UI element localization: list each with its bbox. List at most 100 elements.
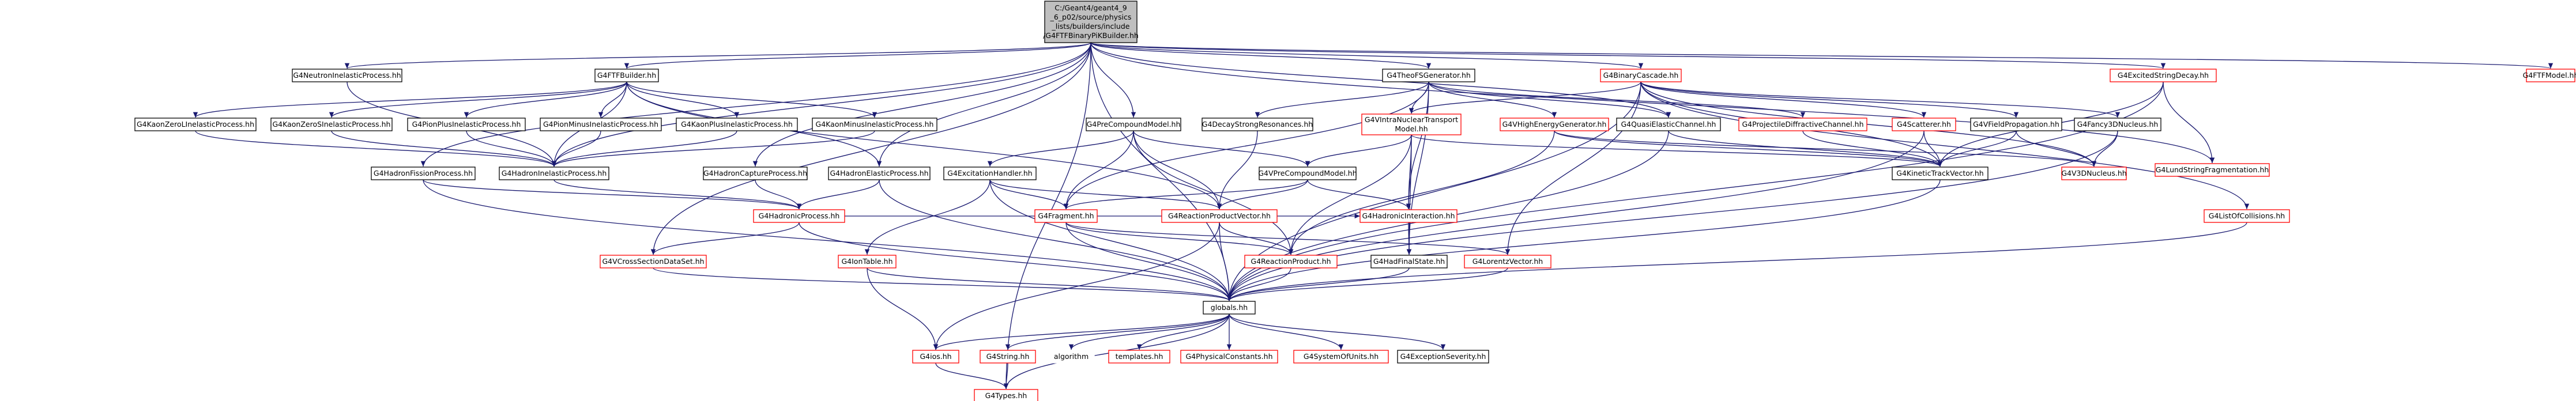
node-excitationHandler[interactable]: G4ExcitationHandler.hh xyxy=(943,167,1037,180)
node-label: Model.hh xyxy=(1395,124,1428,133)
node-label: G4TheoFSGenerator.hh xyxy=(1387,71,1471,80)
node-kaonZeroS[interactable]: G4KaonZeroSInelasticProcess.hh xyxy=(270,118,393,131)
node-label: G4BinaryCascade.hh xyxy=(1603,71,1679,80)
node-fieldProp[interactable]: G4VFieldPropagation.hh xyxy=(1970,118,2062,131)
node-ftfBuilder[interactable]: G4FTFBuilder.hh xyxy=(594,69,659,82)
node-types[interactable]: G4Types.hh xyxy=(974,389,1038,401)
edge-binaryCascade-to-intraNuclear xyxy=(1408,81,1641,114)
node-label: G4PreCompoundModel.hh xyxy=(1087,120,1181,128)
node-box xyxy=(540,118,662,131)
node-box xyxy=(2061,167,2127,180)
node-box xyxy=(828,167,931,180)
edge-fancy3D-to-v3DNucleus xyxy=(2091,130,2118,167)
edge-root-to-ftfModel xyxy=(1090,42,2553,69)
node-lorentzVector[interactable]: G4LorentzVector.hh xyxy=(1464,255,1551,268)
node-v3DNucleus[interactable]: G4V3DNucleus.hh xyxy=(2061,167,2127,180)
edge-globals-to-exceptionSeverity xyxy=(1229,313,1446,350)
node-label: algorithm xyxy=(1054,352,1089,361)
node-ionTable[interactable]: G4IonTable.hh xyxy=(838,255,897,268)
node-reactionProduct[interactable]: G4ReactionProduct.hh xyxy=(1244,255,1338,268)
node-label: G4LundStringFragmentation.hh xyxy=(2156,165,2269,174)
node-fancy3D[interactable]: G4Fancy3DNucleus.hh xyxy=(2074,118,2161,131)
node-lundString[interactable]: G4LundStringFragmentation.hh xyxy=(2155,163,2270,177)
edge-fragment-to-globals xyxy=(1065,222,1232,301)
node-box xyxy=(1034,209,1098,223)
edge-root-to-excitedString xyxy=(1090,42,2166,69)
node-ftfModel[interactable]: G4FTFModel.hh xyxy=(2523,69,2576,82)
edge-lorentzVector-to-globals xyxy=(1227,267,1508,301)
node-quasiElastic[interactable]: G4QuasiElasticChannel.hh xyxy=(1616,118,1721,131)
edge-intraNuclear-to-vPreCompound xyxy=(1305,134,1412,167)
node-kaonZeroL[interactable]: G4KaonZeroLInelasticProcess.hh xyxy=(134,118,257,131)
node-label: G4String.hh xyxy=(986,352,1030,361)
node-globals[interactable]: globals.hh xyxy=(1203,301,1256,315)
node-kaonMinus[interactable]: G4KaonMinusInelasticProcess.hh xyxy=(812,118,937,131)
node-decayStrong[interactable]: G4DecayStrongResonances.hh xyxy=(1202,118,1313,131)
node-neutronInelastic[interactable]: G4NeutronInelasticProcess.hh xyxy=(292,69,402,82)
edge-intraNuclear-to-reactionProduct xyxy=(1288,134,1412,255)
node-algorithm: algorithm xyxy=(1048,350,1095,364)
node-listOfCollisions[interactable]: G4ListOfCollisions.hh xyxy=(2204,209,2290,223)
node-reactionProductVector[interactable]: G4ReactionProductVector.hh xyxy=(1161,209,1278,223)
node-hadronicInteraction[interactable]: G4HadronicInteraction.hh xyxy=(1359,209,1458,223)
node-projDiffractive[interactable]: G4ProjectileDiffractiveChannel.hh xyxy=(1738,118,1867,131)
node-ios[interactable]: G4ios.hh xyxy=(912,350,959,364)
node-hadronCapture[interactable]: G4HadronCaptureProcess.hh xyxy=(703,167,808,180)
edge-root-to-crossSectionDataSet xyxy=(650,42,1091,255)
node-box xyxy=(943,167,1037,180)
edge-excitationHandler-to-fragment xyxy=(989,179,1069,210)
node-hadronInelastic[interactable]: G4HadronInelasticProcess.hh xyxy=(499,167,609,180)
node-label: G4PionMinusInelasticProcess.hh xyxy=(543,120,658,128)
node-label: G4ProjectileDiffractiveChannel.hh xyxy=(1742,120,1863,128)
edge-crossSectionDataSet-to-globals xyxy=(653,267,1231,301)
node-label: G4PhysicalConstants.hh xyxy=(1185,352,1272,361)
node-label: G4Fancy3DNucleus.hh xyxy=(2077,120,2159,128)
node-pionPlus[interactable]: G4PionPlusInelasticProcess.hh xyxy=(407,118,526,131)
node-box xyxy=(2526,69,2575,82)
node-box xyxy=(974,389,1038,401)
node-vPreCompound[interactable]: G4VPreCompoundModel.hh xyxy=(1258,167,1357,180)
node-crossSectionDataSet[interactable]: G4VCrossSectionDataSet.hh xyxy=(600,255,707,268)
edge-quasiElastic-to-kineticTrack xyxy=(1668,130,1943,167)
node-pionMinus[interactable]: G4PionMinusInelasticProcess.hh xyxy=(540,118,662,131)
node-systemOfUnits[interactable]: G4SystemOfUnits.hh xyxy=(1293,350,1389,364)
node-preCompound[interactable]: G4PreCompoundModel.hh xyxy=(1086,118,1181,131)
node-kaonPlus[interactable]: G4KaonPlusInelasticProcess.hh xyxy=(676,118,798,131)
edge-highEnergy-to-kineticTrack xyxy=(1554,130,1942,167)
node-hadronFission[interactable]: G4HadronFissionProcess.hh xyxy=(371,167,476,180)
edge-binaryCascade-to-fieldProp xyxy=(1640,81,2018,118)
node-scatterer[interactable]: G4Scatterer.hh xyxy=(1892,118,1956,131)
node-fragment[interactable]: G4Fragment.hh xyxy=(1034,209,1098,223)
node-binaryCascade[interactable]: G4BinaryCascade.hh xyxy=(1600,69,1682,82)
node-label: G4HadronElasticProcess.hh xyxy=(830,169,928,177)
node-hadFinalState[interactable]: G4HadFinalState.hh xyxy=(1370,255,1448,268)
edge-ionTable-to-ios xyxy=(867,267,939,350)
edge-root-to-preCompound xyxy=(1090,42,1136,118)
node-box xyxy=(2110,69,2217,82)
node-hadronElastic[interactable]: G4HadronElasticProcess.hh xyxy=(828,167,931,180)
edge-ftfBuilder-to-pionMinus xyxy=(598,81,627,118)
node-box xyxy=(1382,69,1475,82)
edge-ftfBuilder-to-pionPlus xyxy=(464,81,627,118)
node-excitedString[interactable]: G4ExcitedStringDecay.hh xyxy=(2110,69,2217,82)
node-highEnergy[interactable]: G4VHighEnergyGenerator.hh xyxy=(1500,118,1609,131)
node-box xyxy=(594,69,659,82)
node-kineticTrack[interactable]: G4KineticTrackVector.hh xyxy=(1892,167,1989,180)
node-physConstants[interactable]: G4PhysicalConstants.hh xyxy=(1180,350,1278,364)
edge-listOfCollisions-to-globals xyxy=(1227,222,2247,301)
node-exceptionSeverity[interactable]: G4ExceptionSeverity.hh xyxy=(1397,350,1489,364)
node-theoFS[interactable]: G4TheoFSGenerator.hh xyxy=(1382,69,1475,82)
edge-projDiffractive-to-kineticTrack xyxy=(1802,130,1943,167)
edge-hadronicProcess-to-crossSectionDataSet xyxy=(650,222,800,255)
node-label: G4VIntraNuclearTransport xyxy=(1365,115,1458,124)
node-box xyxy=(838,255,897,268)
edge-fieldProp-to-kineticTrack xyxy=(1937,130,2017,167)
node-templates[interactable]: templates.hh xyxy=(1108,350,1170,364)
edge-root-to-hadronFission xyxy=(420,42,1091,167)
node-box xyxy=(703,167,808,180)
node-string[interactable]: G4String.hh xyxy=(980,350,1036,364)
node-hadronicProcess[interactable]: G4HadronicProcess.hh xyxy=(753,209,845,223)
node-box xyxy=(1244,255,1338,268)
edge-globals-to-templates xyxy=(1136,313,1230,350)
